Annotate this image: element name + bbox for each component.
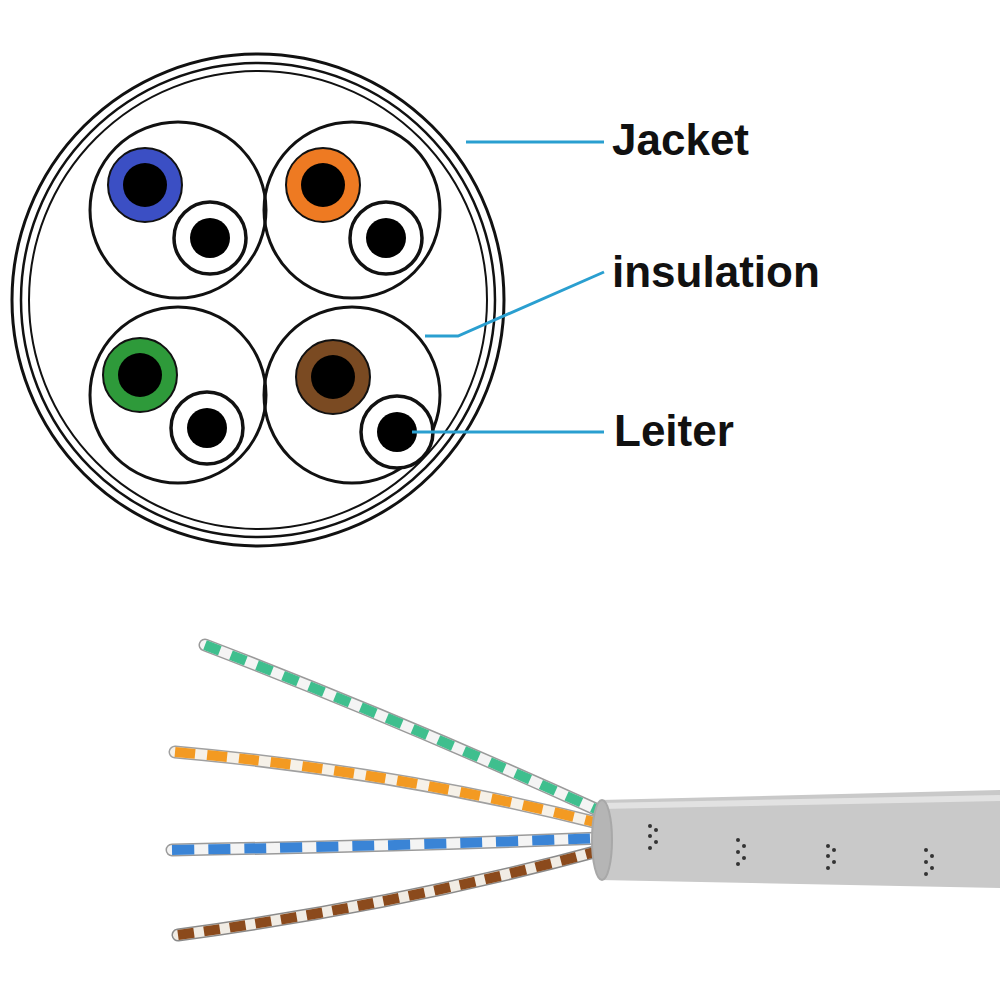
conductors — [103, 148, 433, 468]
blue-insulation — [108, 148, 182, 222]
white-insulation — [350, 202, 422, 274]
pair-white — [175, 752, 602, 824]
pair-circle — [90, 122, 266, 298]
white-insulation — [174, 202, 246, 274]
pair-blue — [172, 838, 602, 850]
pair-white — [172, 838, 602, 850]
cable-cross-section — [12, 54, 504, 546]
pair-orange — [175, 752, 602, 824]
conductor — [187, 408, 227, 448]
leader-line — [466, 141, 604, 144]
jacket-print — [648, 824, 934, 876]
pair-shadow — [172, 838, 602, 850]
part-label: Jacket — [612, 116, 749, 164]
leader-lines — [412, 142, 604, 432]
pair-circle — [90, 307, 266, 483]
jacket-inner — [21, 63, 495, 537]
jacket-inner-2 — [29, 71, 487, 529]
pair-shadow — [178, 850, 602, 935]
pair-circle — [264, 122, 440, 298]
jacket-outer — [12, 54, 504, 546]
conductor — [366, 218, 406, 258]
jacket-body — [600, 790, 1000, 888]
conductor — [301, 163, 345, 207]
pair-white — [178, 850, 602, 935]
twisted-pairs — [172, 645, 602, 935]
brown-insulation — [296, 340, 370, 414]
pair-brown — [178, 850, 602, 935]
conductor — [377, 412, 417, 452]
cable-jacket — [592, 790, 1000, 888]
jacket-end — [592, 800, 612, 880]
jacket-highlight — [600, 798, 1000, 806]
conductor — [118, 353, 162, 397]
green-insulation — [103, 338, 177, 412]
conductor — [190, 218, 230, 258]
pair-circle — [264, 307, 440, 483]
leader-line — [425, 272, 604, 336]
conductor — [311, 355, 355, 399]
conductor — [123, 163, 167, 207]
leader-line — [412, 431, 604, 434]
white-insulation — [171, 392, 243, 464]
pair-shadow — [175, 752, 602, 824]
orange-insulation — [286, 148, 360, 222]
part-label: Leiter — [614, 407, 734, 455]
part-label: insulation — [612, 248, 820, 296]
